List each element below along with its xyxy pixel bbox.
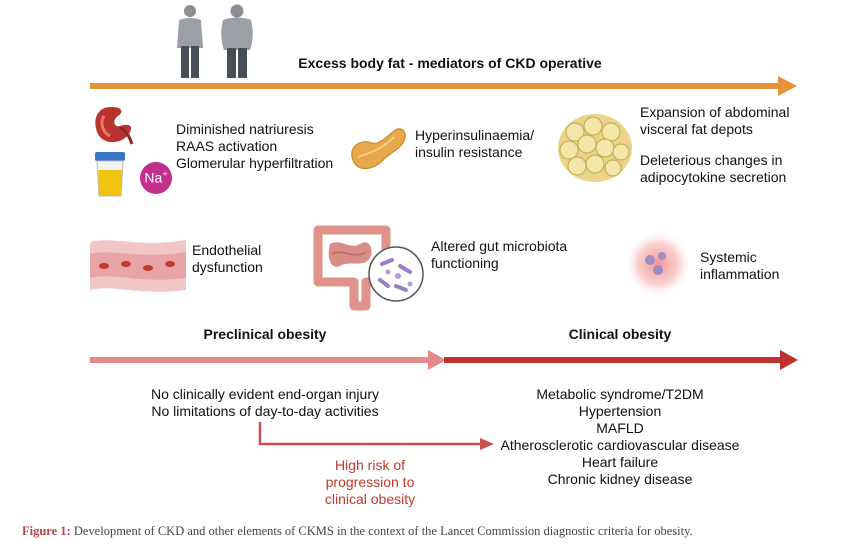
pancreas-mediator-2: insulin resistance <box>415 144 523 160</box>
pancreas-icon <box>351 128 406 170</box>
excess-fat-arrow <box>90 76 797 96</box>
clinical-line-3: MAFLD <box>596 420 644 436</box>
clinical-description: Metabolic syndrome/T2DM Hypertension MAF… <box>480 386 760 488</box>
caption-label: Figure 1: <box>22 524 71 538</box>
risk-line-3: clinical obesity <box>324 491 416 507</box>
clinical-title: Clinical obesity <box>568 326 672 342</box>
inflammation-mediator-2: inflammation <box>700 266 780 282</box>
blood-vessel-icon <box>90 240 186 292</box>
gut-mediator-2: functioning <box>431 255 499 271</box>
kidney-mediator-1: Diminished natriuresis <box>176 121 314 137</box>
gut-mediators: Altered gut microbiota functioning <box>431 238 567 272</box>
clinical-line-1: Metabolic syndrome/T2DM <box>536 386 704 402</box>
kidney-mediator-3: Glomerular hyperfiltration <box>176 155 334 171</box>
microbiota-icon <box>368 246 424 302</box>
preclinical-line-1: No clinically evident end-organ injury <box>150 386 379 402</box>
risk-line-1: High risk of <box>334 457 406 473</box>
fat-mediator-2: visceral fat depots <box>640 121 753 137</box>
pancreas-mediator-1: Hyperinsulinaemia/ <box>415 127 535 143</box>
clinical-line-4: Atherosclerotic cardiovascular disease <box>500 437 740 453</box>
risk-line-2: progression to <box>325 474 415 490</box>
inflammation-icon <box>624 230 692 298</box>
kidney-mediator-2: RAAS activation <box>176 138 278 154</box>
intestine-icon <box>313 225 391 311</box>
adipose-tissue-icon <box>558 114 632 182</box>
inflammation-mediator-1: Systemic <box>700 249 757 265</box>
endothelial-mediator-2: dysfunction <box>192 259 263 275</box>
clinical-arrow <box>444 357 782 363</box>
risk-text: High risk of progression to clinical obe… <box>300 457 440 508</box>
figure-caption: Figure 1: Development of CKD and other e… <box>22 524 693 539</box>
urine-sample-icon <box>95 152 125 197</box>
sodium-icon <box>140 162 172 194</box>
clinical-line-2: Hypertension <box>578 403 662 419</box>
endothelial-mediators: Endothelial dysfunction <box>192 242 263 276</box>
fat-mediator-4: adipocytokine secretion <box>640 169 787 185</box>
preclinical-description: No clinically evident end-organ injury N… <box>130 386 400 420</box>
kidney-mediators: Diminished natriuresis RAAS activation G… <box>176 121 333 172</box>
header-title: Excess body fat - mediators of CKD opera… <box>298 55 602 71</box>
person-obese-icon <box>221 4 253 78</box>
preclinical-arrow <box>90 357 430 363</box>
fat-mediators: Expansion of abdominal visceral fat depo… <box>640 104 789 186</box>
risk-arrow <box>258 422 494 450</box>
endothelial-mediator-1: Endothelial <box>192 242 262 258</box>
kidney-icon <box>95 106 134 145</box>
stage-arrows <box>90 350 798 370</box>
gut-mediator-1: Altered gut microbiota <box>431 238 568 254</box>
fat-mediator-1: Expansion of abdominal <box>640 104 790 120</box>
clinical-line-5: Heart failure <box>581 454 659 470</box>
caption-text: Development of CKD and other elements of… <box>70 524 693 538</box>
sodium-label: Na+ <box>144 169 168 186</box>
preclinical-line-2: No limitations of day-to-day activities <box>151 403 379 419</box>
preclinical-title: Preclinical obesity <box>203 326 327 342</box>
person-icon <box>177 5 203 78</box>
pancreas-mediators: Hyperinsulinaemia/ insulin resistance <box>415 127 534 161</box>
fat-mediator-3: Deleterious changes in <box>640 152 783 168</box>
clinical-line-6: Chronic kidney disease <box>547 471 693 487</box>
inflammation-mediators: Systemic inflammation <box>700 249 779 283</box>
